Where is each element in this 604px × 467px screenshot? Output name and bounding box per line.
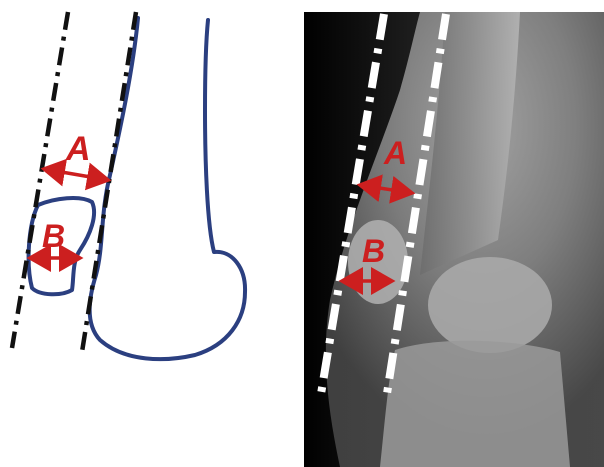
radiograph-panel: A B xyxy=(304,12,604,467)
sketch-label-a: A xyxy=(65,130,91,168)
sketch-panel: A B xyxy=(12,12,245,359)
sketch-measure-a-arrow xyxy=(44,169,108,180)
radiograph-label-b: B xyxy=(362,233,385,269)
posterior-reference-line xyxy=(82,12,136,352)
anterior-reference-line xyxy=(12,12,68,348)
femoral-condyle-radiograph xyxy=(428,257,552,353)
femur-outline xyxy=(90,18,245,359)
sketch-label-b: B xyxy=(42,218,65,254)
radiograph-label-a: A xyxy=(383,135,407,171)
tibia-radiograph xyxy=(380,341,570,467)
